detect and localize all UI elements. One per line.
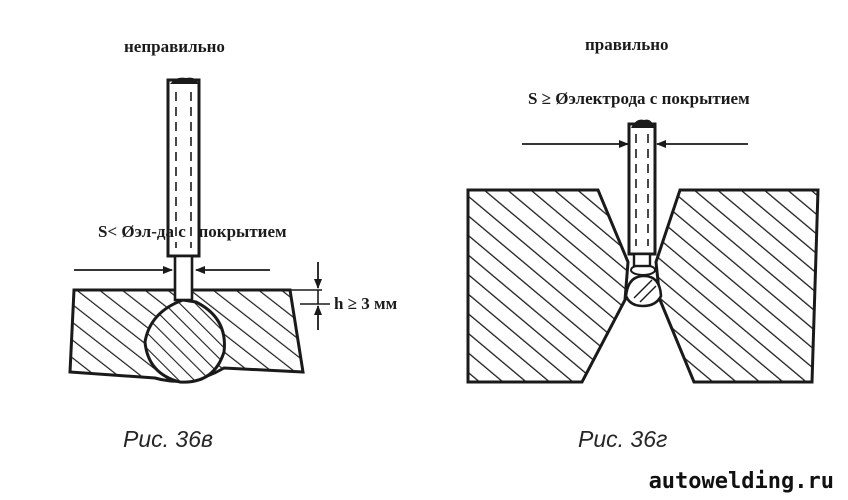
right-weld-bead <box>624 264 663 308</box>
left-weld-bead <box>143 298 226 384</box>
figure-36g <box>466 119 820 384</box>
right-plate-left <box>466 188 630 384</box>
left-depth-label: h ≥ 3 мм <box>334 294 398 313</box>
left-electrode <box>166 77 201 302</box>
right-caption: Рис. 36г <box>578 426 668 452</box>
right-gap-label: S ≥ Øэлектрода с покрытием <box>528 89 750 108</box>
right-verdict-label: правильно <box>585 35 669 54</box>
right-electrode <box>627 119 657 268</box>
left-depth-dimension <box>200 262 330 330</box>
watermark: autowelding.ru <box>648 469 834 494</box>
left-gap-label: S< Øэл-да с покрытием <box>98 222 287 241</box>
right-plate-right <box>654 188 820 384</box>
figure-36v <box>68 77 330 384</box>
left-verdict-label: неправильно <box>124 37 225 56</box>
left-caption: Рис. 36в <box>123 426 214 452</box>
